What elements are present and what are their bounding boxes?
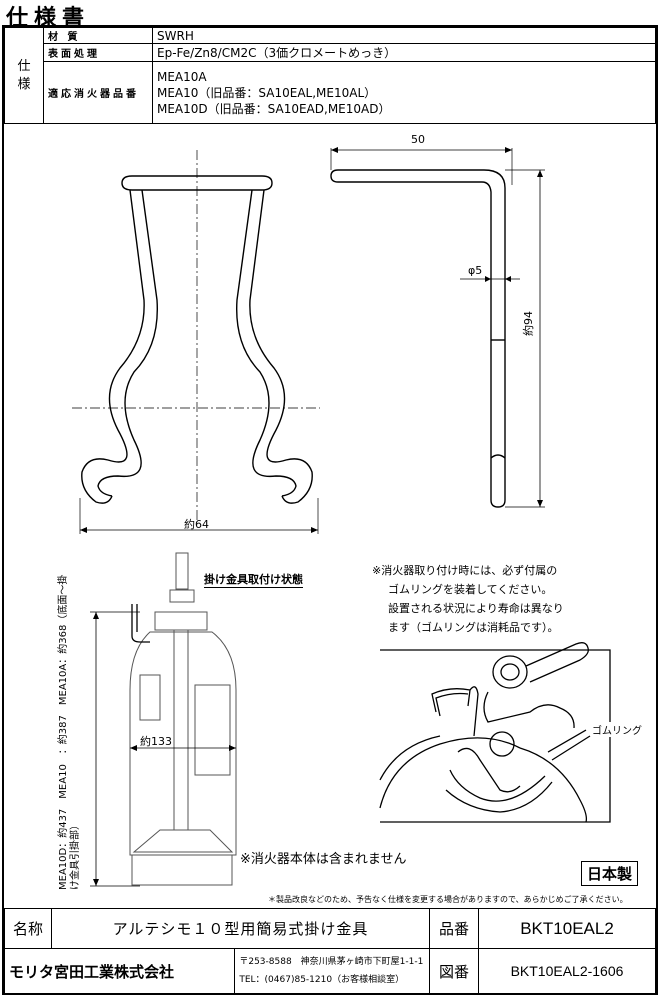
spec-table: 仕 様 材 質 SWRH 表面処理 Ep-Fe/Zn8/CM2C（3価クロメート…	[4, 27, 656, 124]
applicable-models: MEA10A MEA10（旧品番：SA10EAL,ME10AL） MEA10D（…	[152, 61, 656, 124]
made-in-japan-badge: 日本製	[581, 861, 639, 886]
dim-width-133: 約133	[140, 735, 172, 748]
note-line: ゴムリングを装着してください。	[388, 583, 553, 596]
note-line: ます（ゴムリングは消耗品です）。	[388, 621, 559, 634]
dim-heights: MEA10D：約437 MEA10 ：約387 MEA10A：約368（底面～掛…	[58, 574, 81, 890]
rubber-ring-detail	[379, 642, 611, 823]
dim-width-64: 約64	[184, 518, 209, 531]
name-label: 名称	[4, 908, 52, 949]
hanger-side-view	[330, 169, 506, 508]
drawing-frame	[2, 25, 658, 995]
drawing-number: BKT10EAL2-1606	[478, 948, 656, 994]
extinguisher-outline	[129, 552, 237, 886]
product-name: アルテシモ１０型用簡易式掛け金具	[51, 908, 430, 949]
disclaimer-text: ＊製品改良などのため、予告なく仕様を変更する場合がありますので、あらかじめご了承…	[268, 895, 628, 904]
dim-width-50: 50	[411, 133, 425, 146]
company-contact: 〒253-8588 神奈川県茅ヶ崎市下町屋1-1-1 TEL：(0467)85-…	[234, 948, 430, 994]
dim-height-94: 約94	[522, 311, 535, 336]
applicable-label: 適応消火器品番	[43, 61, 153, 124]
spec-section-label: 仕 様	[4, 27, 44, 124]
part-number: BKT10EAL2	[478, 908, 656, 949]
hanger-front-view	[81, 175, 313, 504]
body-not-included-note: ※消火器本体は含まれません	[240, 852, 407, 867]
company-name: モリタ宮田工業株式会社	[3, 948, 236, 994]
note-line: 設置される状況により寿命は異なり	[388, 602, 564, 615]
applicable-model: MEA10D（旧品番：SA10EAD,ME10AD）	[157, 101, 391, 116]
note-line: ※消火器取り付け時には、必ず付属の	[372, 564, 558, 577]
drawing-number-label: 図番	[429, 948, 479, 994]
part-number-label: 品番	[429, 908, 479, 949]
dim-diameter-5: φ5	[468, 264, 483, 277]
rubber-ring-label: ゴムリング	[592, 722, 642, 737]
title-block: 名称 アルテシモ１０型用簡易式掛け金具 品番 BKT10EAL2 モリタ宮田工業…	[3, 908, 656, 994]
mount-state-label: 掛け金具取付け状態	[204, 573, 303, 588]
applicable-model: MEA10（旧品番：SA10EAL,ME10AL）	[157, 85, 377, 100]
mounting-note: ※消火器取り付け時には、必ず付属の ゴムリングを装着してください。 設置される状…	[372, 561, 632, 637]
company-tel: TEL：(0467)85-1210（お客様相談室）	[239, 975, 405, 985]
hanger-on-extinguisher	[131, 604, 150, 643]
applicable-model: MEA10A	[157, 69, 207, 84]
company-address: 〒253-8588 神奈川県茅ヶ崎市下町屋1-1-1	[239, 957, 424, 967]
